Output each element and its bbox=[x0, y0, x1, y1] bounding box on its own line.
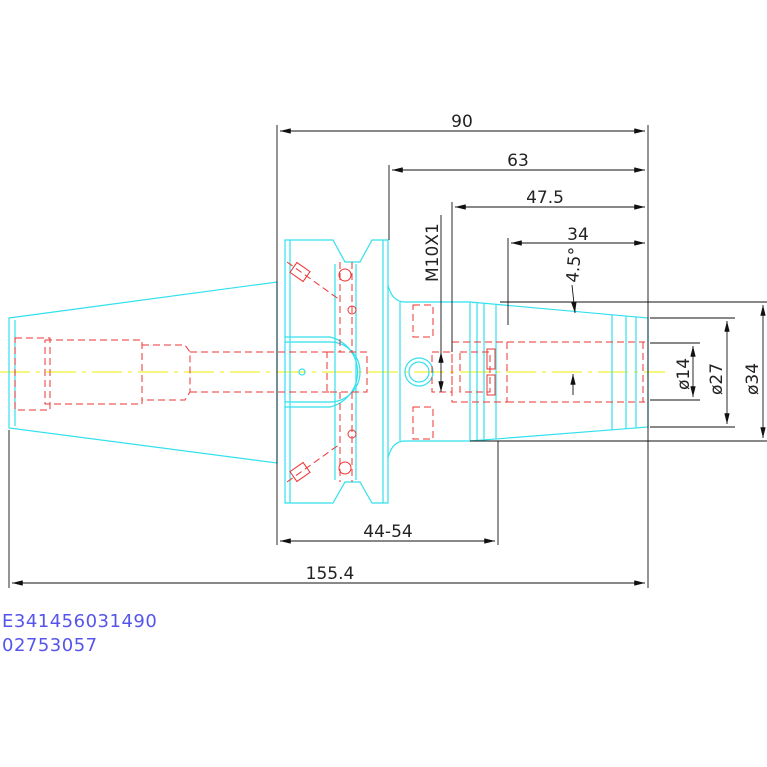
dimension-lines bbox=[8, 125, 767, 588]
dim-bore-diameter: ø14 bbox=[674, 358, 694, 390]
dim-47-5: 47.5 bbox=[526, 188, 564, 208]
dim-90: 90 bbox=[451, 112, 473, 132]
part-code-primary: E341456031490 bbox=[2, 611, 158, 632]
part-outline bbox=[8, 239, 649, 504]
dim-taper-angle: 4.5° bbox=[563, 246, 586, 283]
dim-clamping-range: 44-54 bbox=[363, 522, 412, 542]
dim-body-diameter: ø34 bbox=[743, 363, 763, 395]
hidden-features bbox=[14, 261, 645, 483]
dim-total-length: 155.4 bbox=[306, 564, 355, 584]
dim-nose-diameter: ø27 bbox=[707, 363, 727, 395]
part-code-secondary: 02753057 bbox=[2, 635, 98, 656]
dim-63: 63 bbox=[507, 151, 529, 171]
dim-thread: M10X1 bbox=[423, 223, 443, 282]
dim-34: 34 bbox=[567, 225, 589, 245]
